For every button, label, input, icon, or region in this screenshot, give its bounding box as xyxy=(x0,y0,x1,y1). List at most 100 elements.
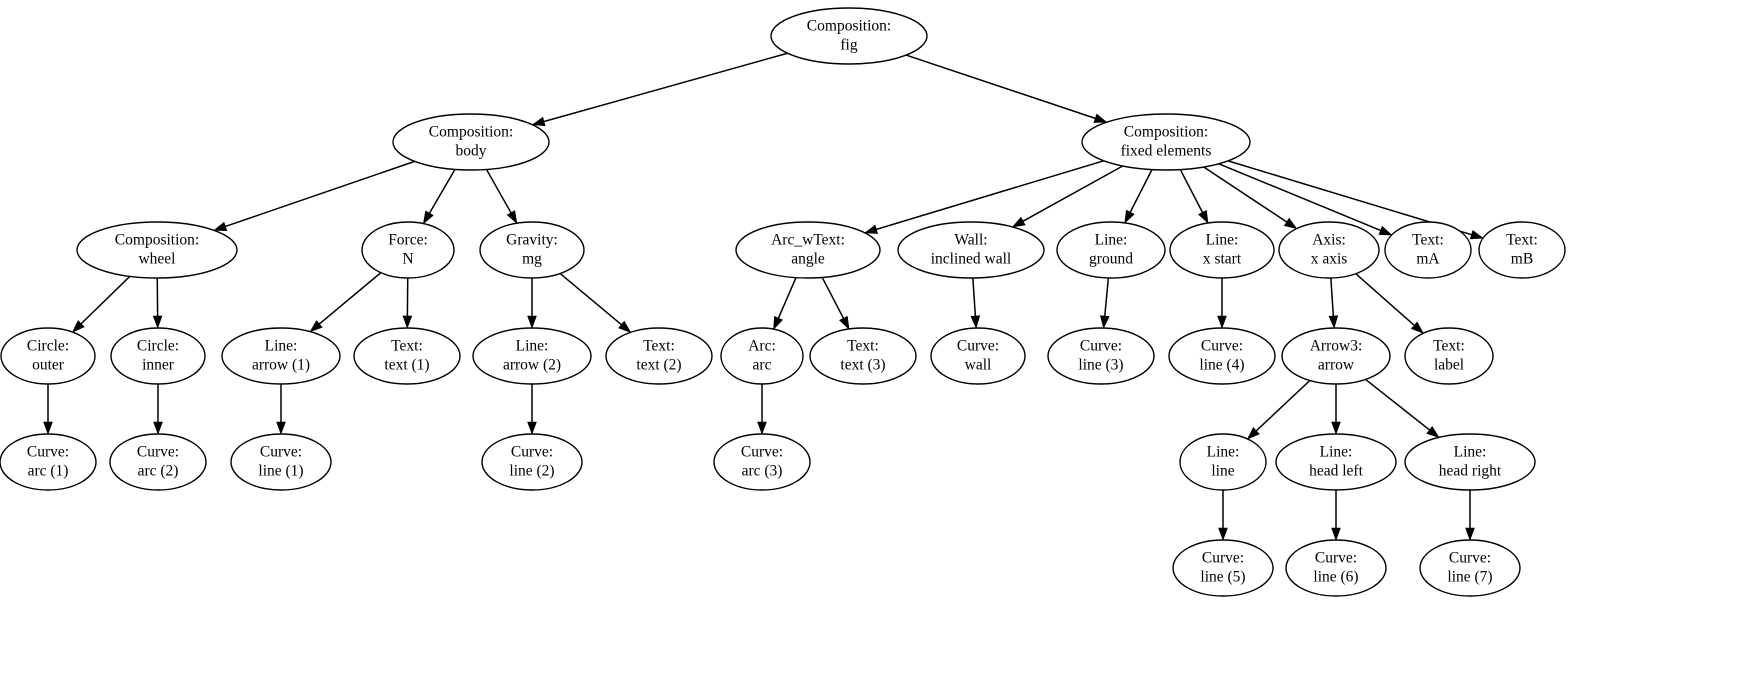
node-label: Composition:wheel xyxy=(115,231,199,267)
graph-node-fig[interactable]: Composition:fig xyxy=(770,7,928,65)
graph-node-linearrow1[interactable]: Line:arrow (1) xyxy=(221,327,341,385)
node-ellipse[interactable] xyxy=(361,221,455,279)
graph-node-lineline[interactable]: Line:line xyxy=(1179,433,1267,491)
graph-node-curveline2[interactable]: Curve:line (2) xyxy=(481,433,583,491)
node-label: Text:mA xyxy=(1412,231,1444,267)
graph-node-linexstart[interactable]: Line:x start xyxy=(1169,221,1275,279)
node-ellipse[interactable] xyxy=(1275,433,1397,491)
graph-node-lineheadleft[interactable]: Line:head left xyxy=(1275,433,1397,491)
graph-node-linearrow2[interactable]: Line:arrow (2) xyxy=(472,327,592,385)
node-label: Curve:line (7) xyxy=(1447,549,1492,585)
graph-node-textlabel[interactable]: Text:label xyxy=(1404,327,1494,385)
graph-node-arcarc[interactable]: Arc:arc xyxy=(720,327,804,385)
graph-node-fixed[interactable]: Composition:fixed elements xyxy=(1081,113,1251,171)
node-ellipse[interactable] xyxy=(1404,433,1536,491)
graph-node-textmB[interactable]: Text:mB xyxy=(1478,221,1566,279)
node-label-type: Composition: xyxy=(115,231,199,248)
graph-node-circleinner[interactable]: Circle:inner xyxy=(110,327,206,385)
node-ellipse[interactable] xyxy=(1047,327,1155,385)
graph-node-curveline5[interactable]: Curve:line (5) xyxy=(1172,539,1274,597)
arrowhead-icon xyxy=(153,421,163,435)
graph-node-texttext1[interactable]: Text:text (1) xyxy=(353,327,461,385)
node-label-type: Curve: xyxy=(957,337,999,354)
edge-arcwtext-to-arcarc xyxy=(777,277,797,319)
graph-node-body[interactable]: Composition:body xyxy=(392,113,550,171)
arrowhead-icon xyxy=(71,320,85,333)
graph-node-arrow3arrow[interactable]: Arrow3:arrow xyxy=(1281,327,1391,385)
arrowhead-icon xyxy=(1426,425,1440,438)
node-ellipse[interactable] xyxy=(109,433,207,491)
node-ellipse[interactable] xyxy=(230,433,332,491)
node-ellipse[interactable] xyxy=(481,433,583,491)
node-ellipse[interactable] xyxy=(770,7,928,65)
graph-node-lineheadright[interactable]: Line:head right xyxy=(1404,433,1536,491)
graph-node-curvearc3[interactable]: Curve:arc (3) xyxy=(713,433,811,491)
graph-node-lineground[interactable]: Line:ground xyxy=(1056,221,1166,279)
node-ellipse[interactable] xyxy=(1419,539,1521,597)
node-ellipse[interactable] xyxy=(353,327,461,385)
node-ellipse[interactable] xyxy=(392,113,550,171)
node-label: Line:head left xyxy=(1309,443,1363,479)
graph-node-circleouter[interactable]: Circle:outer xyxy=(0,327,96,385)
node-ellipse[interactable] xyxy=(720,327,804,385)
node-ellipse[interactable] xyxy=(472,327,592,385)
node-ellipse[interactable] xyxy=(1168,327,1276,385)
graph-node-textmA[interactable]: Text:mA xyxy=(1384,221,1472,279)
node-ellipse[interactable] xyxy=(713,433,811,491)
graph-node-texttext2[interactable]: Text:text (2) xyxy=(605,327,713,385)
node-ellipse[interactable] xyxy=(1404,327,1494,385)
graph-node-curvearc1[interactable]: Curve:arc (1) xyxy=(0,433,97,491)
node-ellipse[interactable] xyxy=(930,327,1026,385)
graph-node-texttext3[interactable]: Text:text (3) xyxy=(809,327,917,385)
edge-lineground-to-curveline3 xyxy=(1104,277,1110,317)
node-ellipse[interactable] xyxy=(735,221,881,279)
graph-node-wall[interactable]: Wall:inclined wall xyxy=(897,221,1045,279)
node-label-type: Curve: xyxy=(1080,337,1122,354)
node-label: Curve:wall xyxy=(957,337,999,373)
graph-node-arcwtext[interactable]: Arc_wText:angle xyxy=(735,221,881,279)
graph-node-gravitymg[interactable]: Gravity:mg xyxy=(479,221,585,279)
node-label-name: arc (1) xyxy=(28,462,69,479)
node-ellipse[interactable] xyxy=(221,327,341,385)
node-ellipse[interactable] xyxy=(1278,221,1380,279)
arrowhead-icon xyxy=(1217,315,1227,329)
node-label-name: arc (3) xyxy=(742,462,783,479)
node-label: Text:label xyxy=(1433,337,1465,373)
node-ellipse[interactable] xyxy=(1056,221,1166,279)
node-ellipse[interactable] xyxy=(0,433,97,491)
node-label: Composition:fig xyxy=(807,17,891,53)
node-ellipse[interactable] xyxy=(1081,113,1251,171)
node-ellipse[interactable] xyxy=(110,327,206,385)
node-ellipse[interactable] xyxy=(605,327,713,385)
edge-arrow3arrow-to-lineline xyxy=(1255,379,1311,432)
node-ellipse[interactable] xyxy=(1281,327,1391,385)
graph-node-curveline7[interactable]: Curve:line (7) xyxy=(1419,539,1521,597)
node-ellipse[interactable] xyxy=(0,327,96,385)
node-ellipse[interactable] xyxy=(809,327,917,385)
graph-node-curvewall[interactable]: Curve:wall xyxy=(930,327,1026,385)
node-ellipse[interactable] xyxy=(1169,221,1275,279)
node-ellipse[interactable] xyxy=(1285,539,1387,597)
node-ellipse[interactable] xyxy=(76,221,238,279)
node-ellipse[interactable] xyxy=(1478,221,1566,279)
node-ellipse[interactable] xyxy=(1172,539,1274,597)
node-ellipse[interactable] xyxy=(1384,221,1472,279)
node-ellipse[interactable] xyxy=(897,221,1045,279)
graph-node-forceN[interactable]: Force:N xyxy=(361,221,455,279)
graph-node-curveline6[interactable]: Curve:line (6) xyxy=(1285,539,1387,597)
graph-node-wheel[interactable]: Composition:wheel xyxy=(76,221,238,279)
node-label-type: Text: xyxy=(1412,231,1444,248)
node-ellipse[interactable] xyxy=(479,221,585,279)
node-ellipse[interactable] xyxy=(1179,433,1267,491)
graph-node-curvearc2[interactable]: Curve:arc (2) xyxy=(109,433,207,491)
node-label: Line:line xyxy=(1207,443,1240,479)
graph-node-curveline3[interactable]: Curve:line (3) xyxy=(1047,327,1155,385)
graph-node-axisxaxis[interactable]: Axis:x axis xyxy=(1278,221,1380,279)
node-label-name: text (2) xyxy=(636,356,681,373)
node-label-name: inner xyxy=(142,356,175,373)
node-label-type: Circle: xyxy=(27,337,69,354)
edges-layer xyxy=(43,52,1484,541)
graph-node-curveline1[interactable]: Curve:line (1) xyxy=(230,433,332,491)
arrowhead-icon xyxy=(152,315,163,329)
graph-node-curveline4[interactable]: Curve:line (4) xyxy=(1168,327,1276,385)
